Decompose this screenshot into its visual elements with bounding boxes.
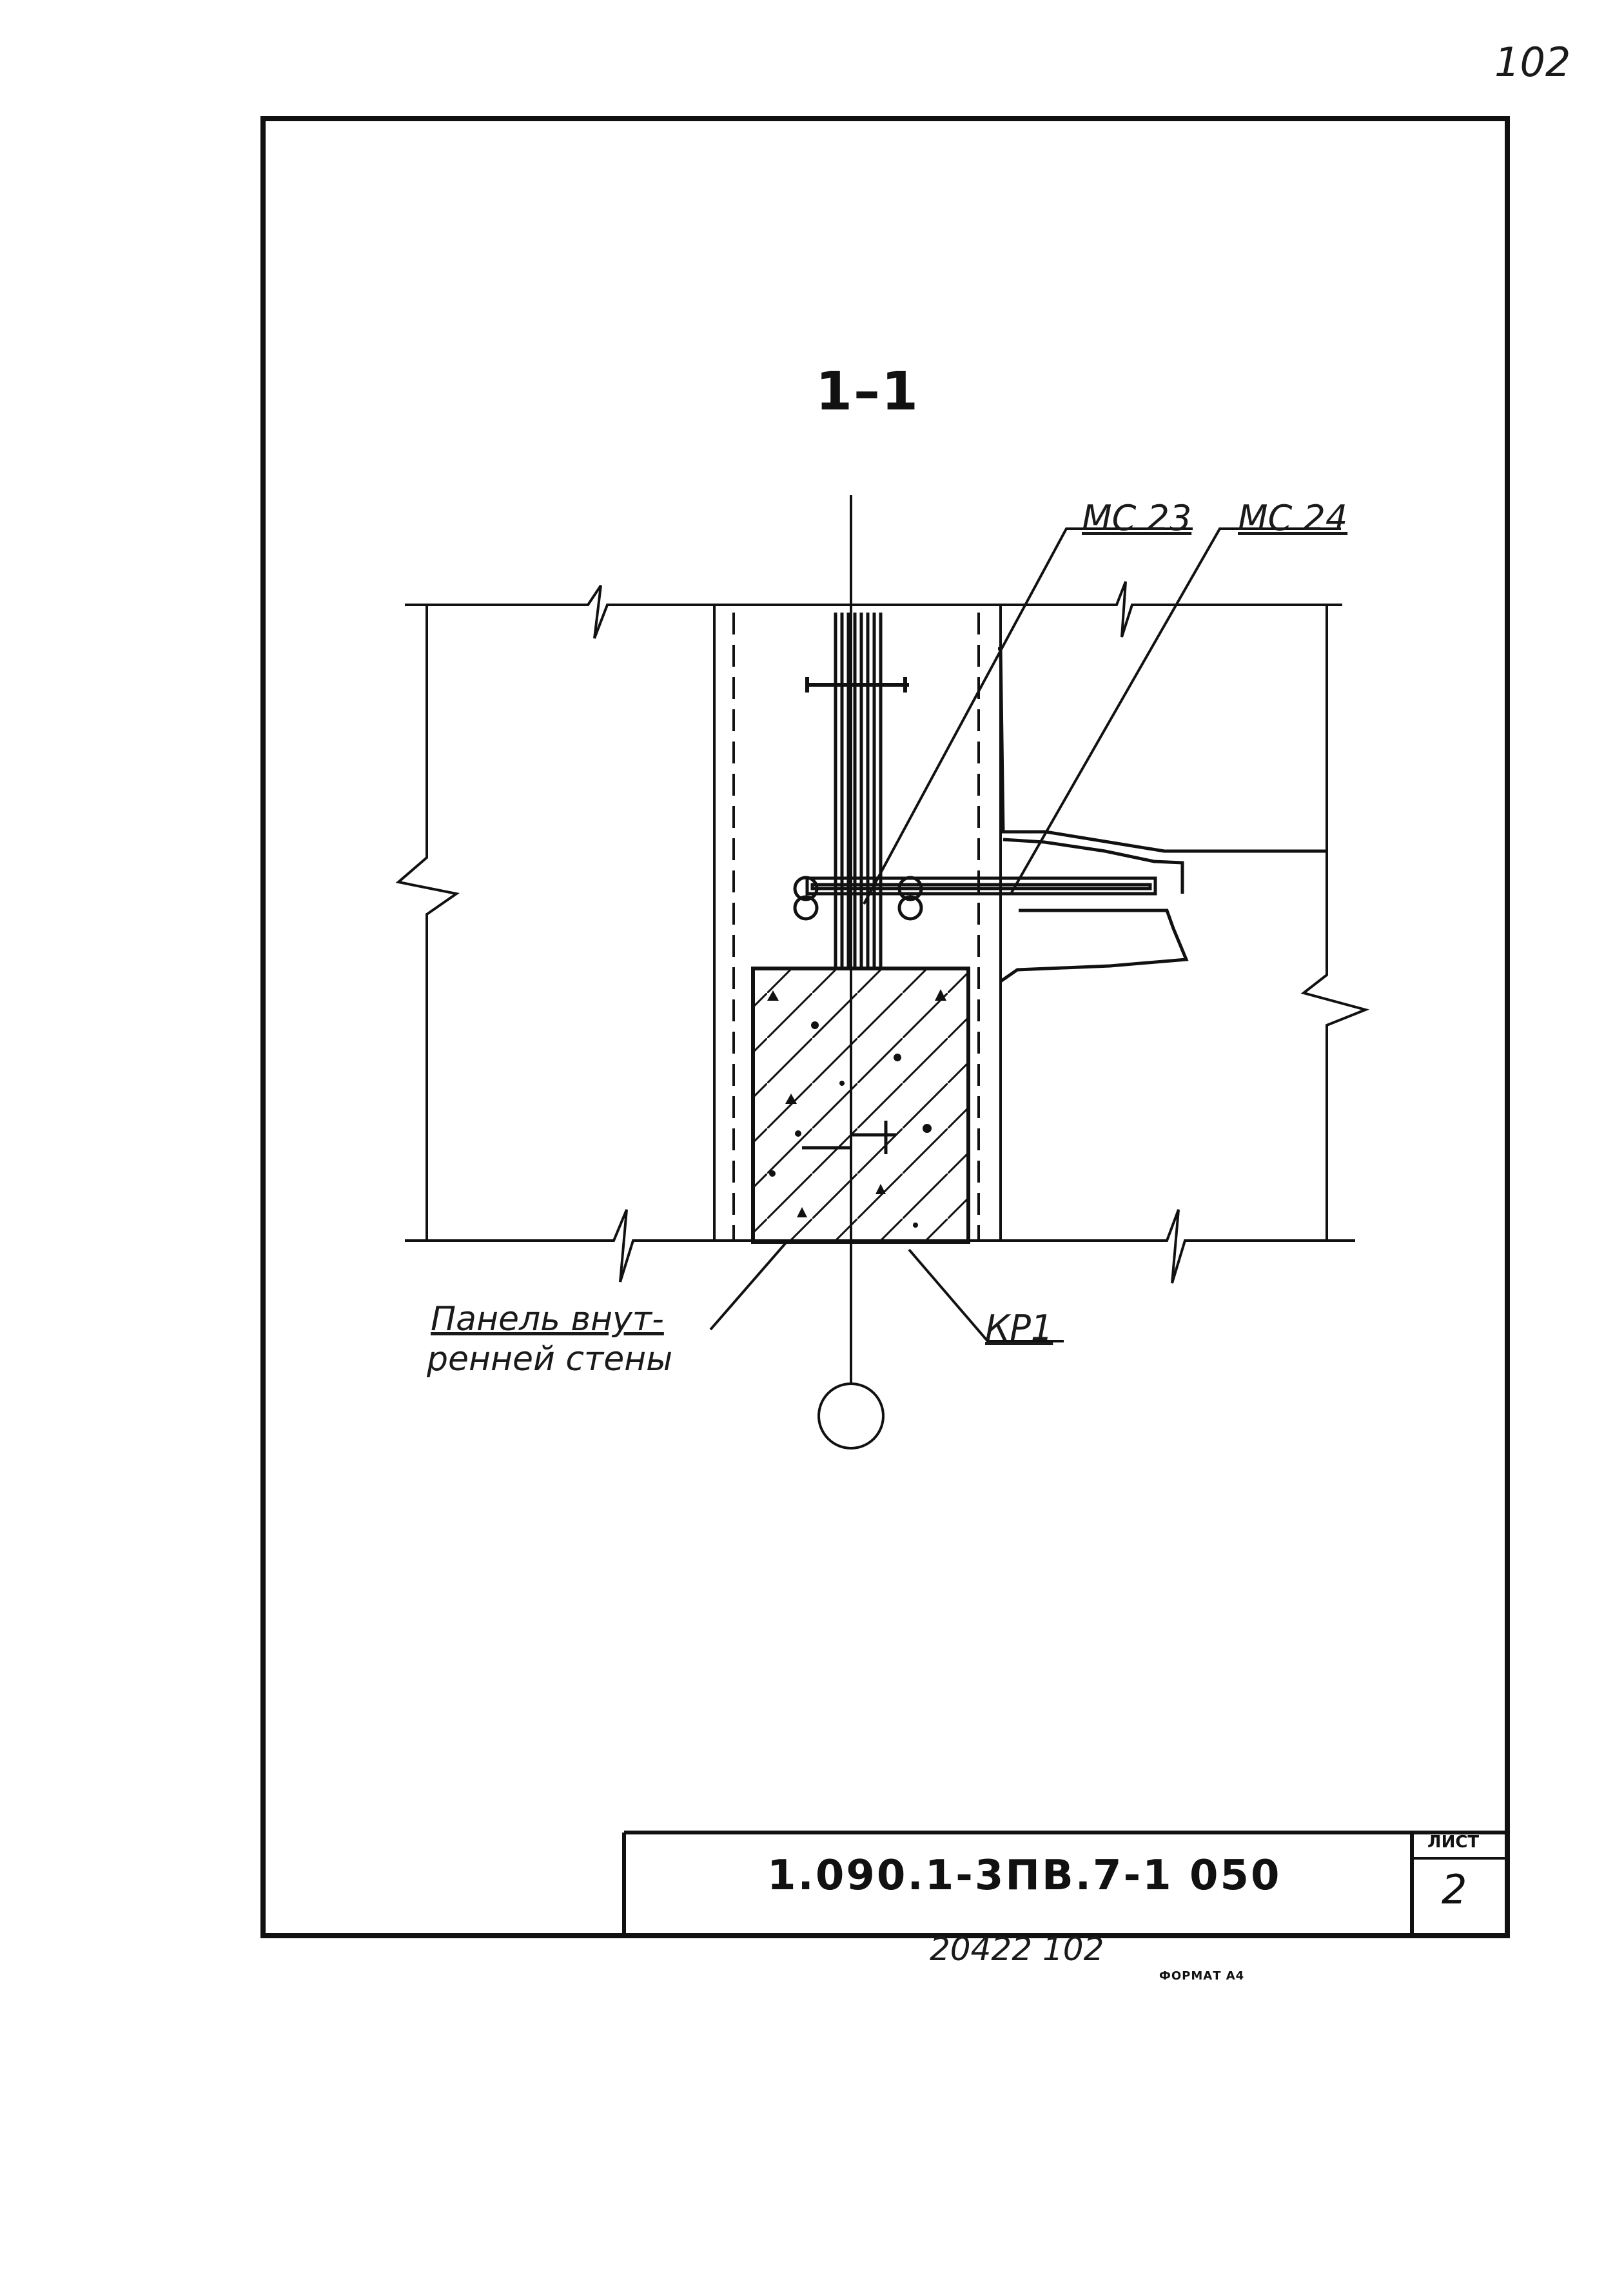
document-code: 1.090.1-3ПВ.7-1 050	[767, 1852, 1282, 1900]
sheet-label: ЛИСТ	[1427, 1833, 1480, 1852]
steel-tie	[793, 876, 1157, 921]
drawing-frame	[260, 116, 1510, 1938]
format-label: ФОРМАТ А4	[1159, 1969, 1245, 1983]
callout-mc23: МС 23	[1082, 498, 1192, 538]
leader-lines	[709, 527, 1341, 1342]
callout-kr1: КР1	[985, 1308, 1053, 1348]
callout-panel-line2: ренней стены	[427, 1340, 673, 1379]
floor-slab	[998, 647, 1327, 983]
inner-wall-panel	[713, 605, 1002, 1241]
section-title: 1–1	[816, 361, 920, 422]
joint-bundle	[805, 613, 909, 968]
title-block	[622, 1831, 1507, 1936]
archive-number: 20422 102	[930, 1931, 1104, 1968]
callout-panel-line1: Панель внут-	[431, 1300, 664, 1339]
concrete-block-kr1	[751, 967, 970, 1244]
page-number: 102	[1494, 39, 1571, 86]
callout-mc24: МС 24	[1238, 498, 1348, 538]
axis-marker	[817, 1382, 885, 1450]
sheet-number: 2	[1442, 1866, 1467, 1913]
